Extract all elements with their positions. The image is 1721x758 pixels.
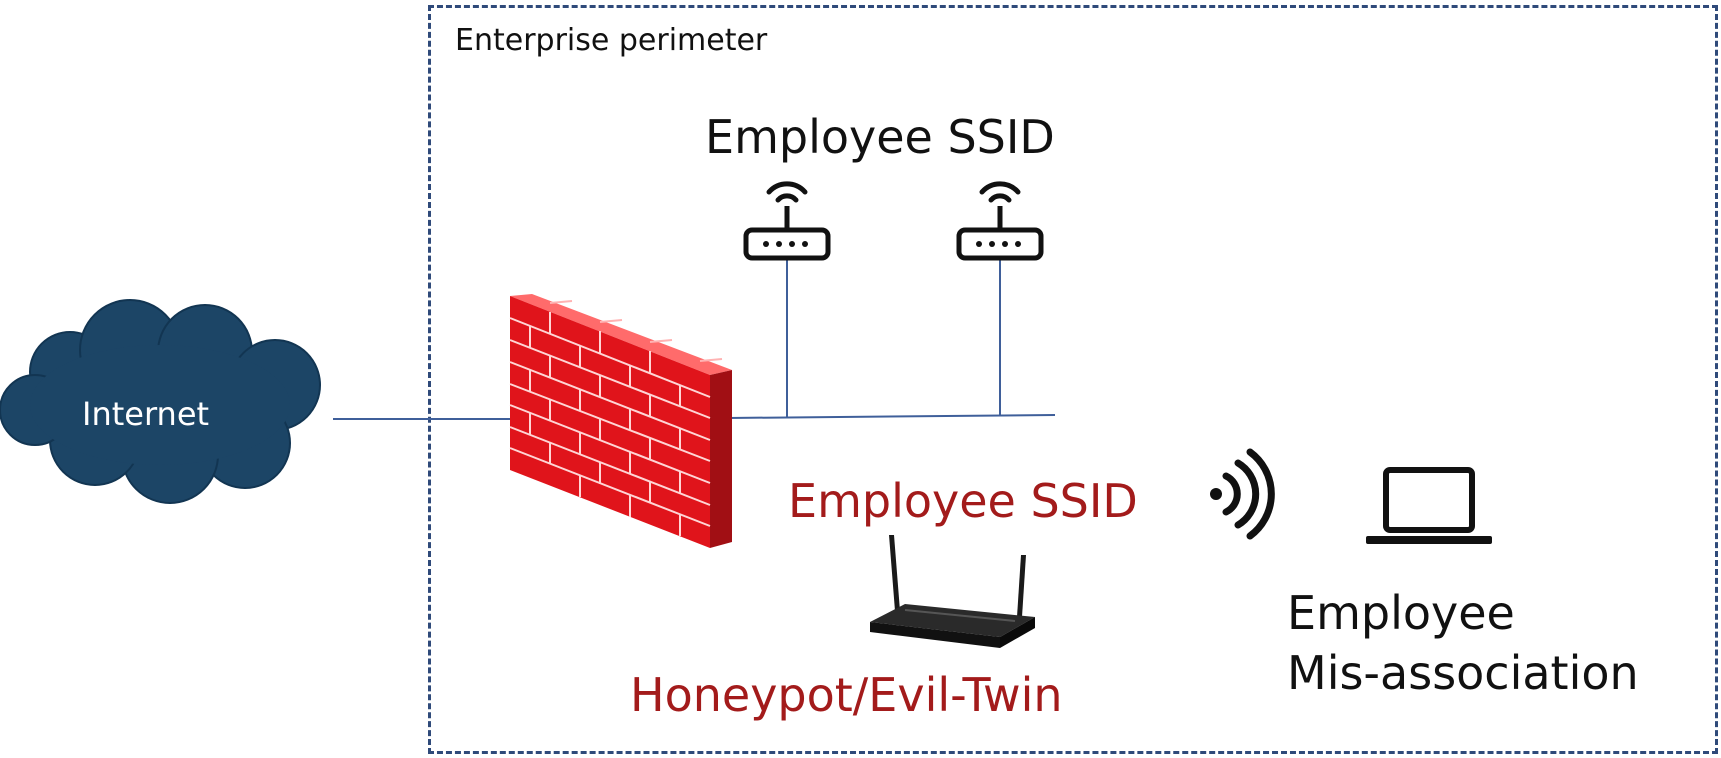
brick-wall-icon xyxy=(509,294,732,548)
rogue-ssid-label: Employee SSID xyxy=(788,474,1138,528)
router-with-antennas-icon xyxy=(870,535,1035,648)
laptop-icon xyxy=(1366,467,1492,544)
client-label-line2: Mis-association xyxy=(1287,646,1639,700)
legit-ssid-label: Employee SSID xyxy=(705,110,1055,164)
internal-lan-link xyxy=(727,414,1056,419)
client-label-line1: Employee xyxy=(1287,586,1515,640)
perimeter-label: Enterprise perimeter xyxy=(455,23,768,58)
wireless-signal-icon xyxy=(1210,448,1275,540)
cloud-icon xyxy=(0,299,321,504)
wifi-router-icon xyxy=(956,181,1044,261)
internet-label: Internet xyxy=(82,395,210,433)
rogue-device-label: Honeypot/Evil-Twin xyxy=(630,668,1063,722)
enterprise-perimeter-boundary xyxy=(428,5,1718,754)
wifi-router-icon xyxy=(743,181,831,261)
